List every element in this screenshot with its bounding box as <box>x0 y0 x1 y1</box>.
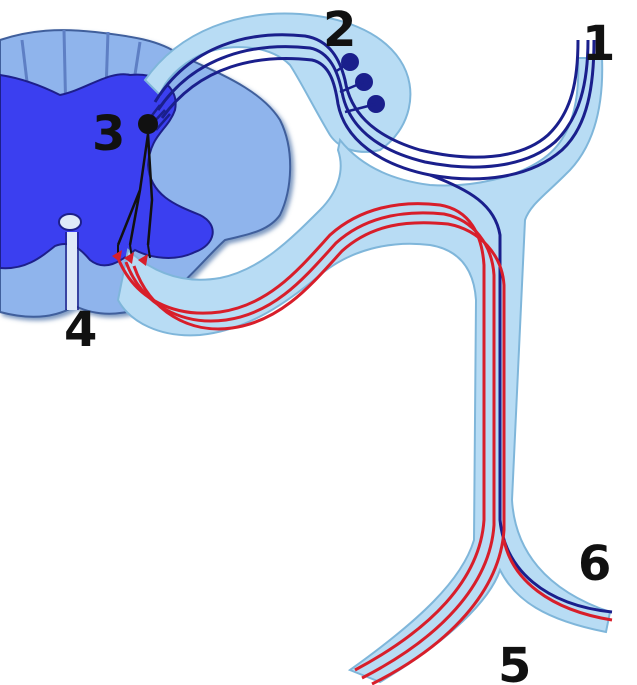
label-6: 6 <box>578 536 611 592</box>
central-canal <box>59 214 81 230</box>
motor-fibers <box>118 204 612 684</box>
interneuron-body <box>138 114 158 134</box>
label-4: 4 <box>64 302 97 358</box>
label-2: 2 <box>323 2 356 58</box>
label-1: 1 <box>582 16 615 72</box>
label-5: 5 <box>498 638 531 685</box>
label-3: 3 <box>92 106 125 162</box>
